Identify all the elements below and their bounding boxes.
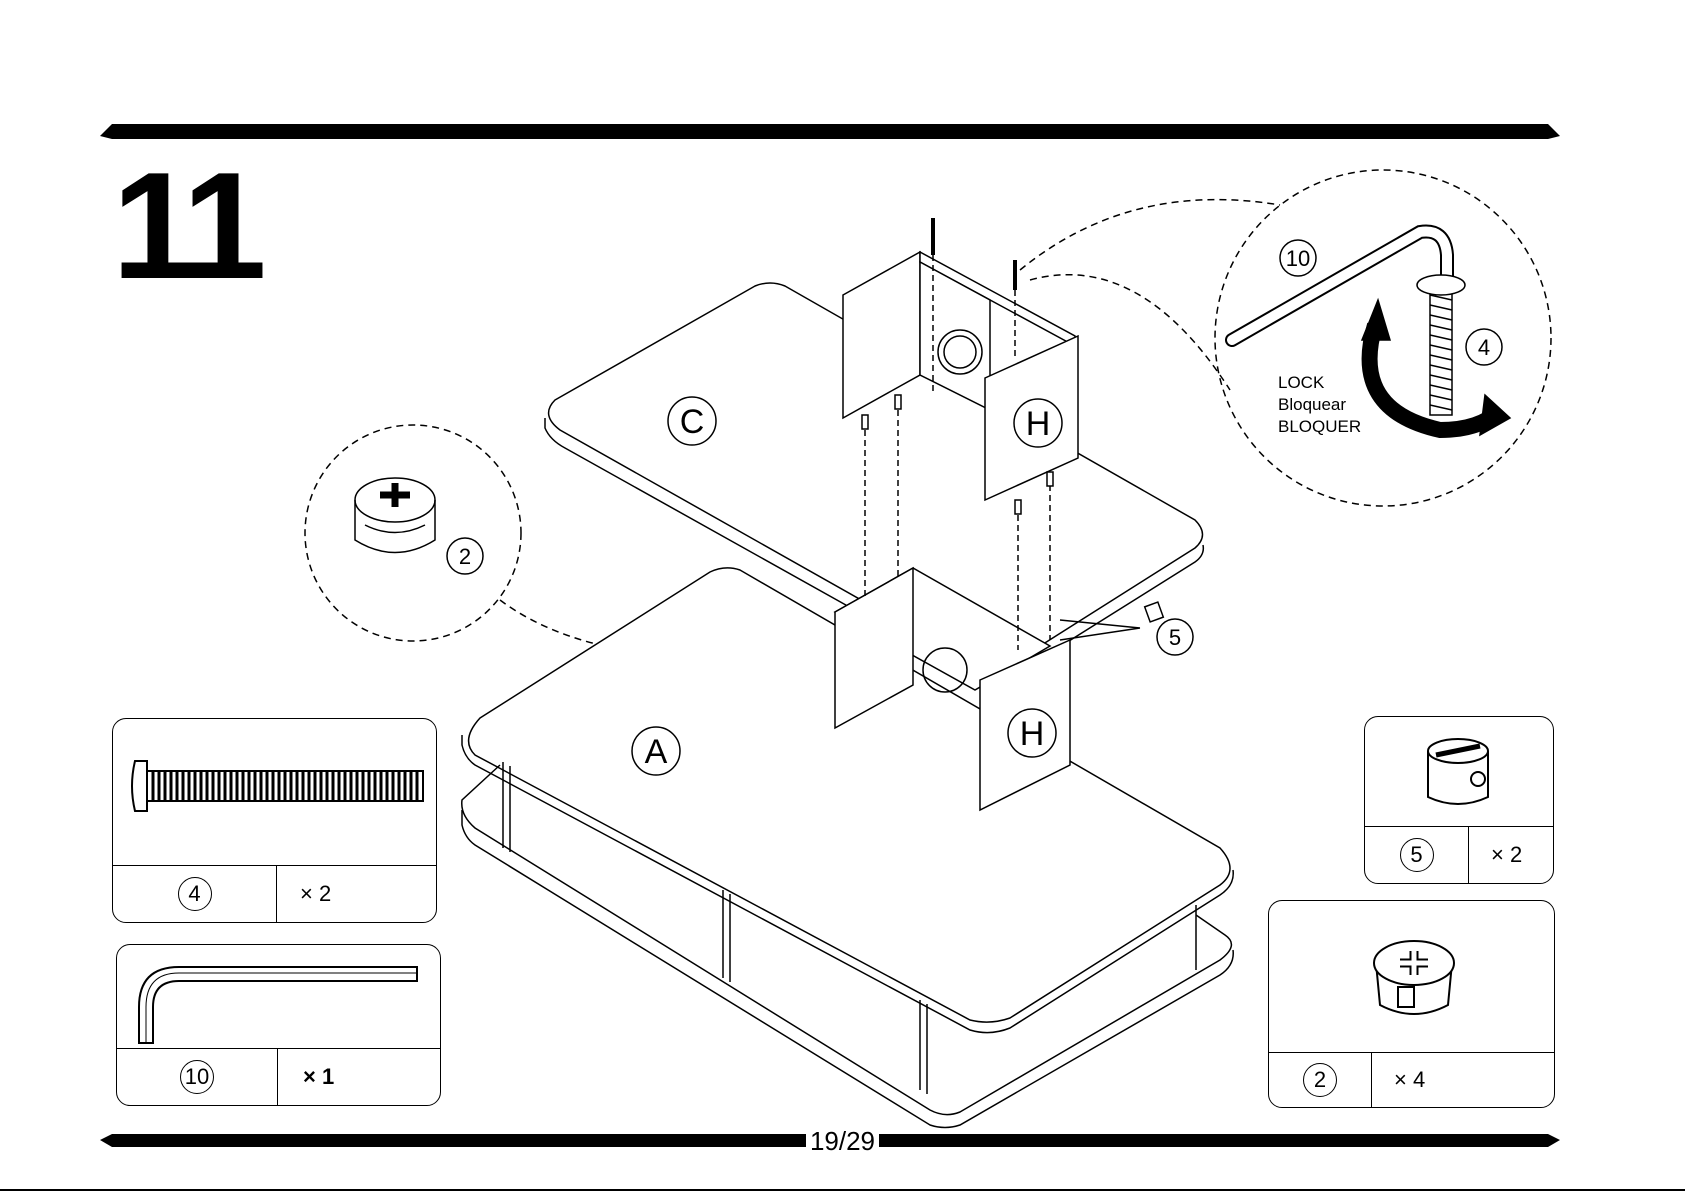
part-box-2: 2 × 4	[1268, 900, 1555, 1108]
cam-lock-icon	[1364, 923, 1464, 1033]
part-box-5: 5 × 2	[1364, 716, 1554, 884]
callout-cam-number: 2	[459, 544, 471, 569]
barrel-nut-icon	[1410, 731, 1510, 821]
part-box-10: 10 × 1	[116, 944, 441, 1106]
label-c: C	[680, 403, 705, 441]
part-box-4: 4 × 2	[112, 718, 437, 923]
part-id-5: 5	[1400, 838, 1434, 872]
label-h-lower: H	[1020, 715, 1045, 753]
callout-screw-number: 4	[1478, 335, 1490, 360]
callout-key-number: 10	[1286, 246, 1310, 271]
part-qty-5: × 2	[1491, 827, 1522, 883]
allen-key-icon	[127, 953, 437, 1049]
lock-text-fr: BLOQUER	[1278, 417, 1361, 436]
part-qty-2: × 4	[1394, 1053, 1425, 1107]
label-h-upper: H	[1026, 405, 1051, 443]
lock-callout	[1020, 170, 1551, 506]
dowel-number: 5	[1169, 625, 1181, 650]
part-id-10: 10	[180, 1060, 214, 1094]
part-id-2: 2	[1303, 1063, 1337, 1097]
lock-text-en: LOCK	[1278, 373, 1325, 392]
part-qty-4: × 2	[300, 866, 331, 922]
lock-text-es: Bloquear	[1278, 395, 1346, 414]
part-qty-10: × 1	[303, 1064, 334, 1090]
part-id-4: 4	[178, 877, 212, 911]
label-a: A	[645, 733, 668, 771]
bolt-icon	[123, 749, 433, 829]
